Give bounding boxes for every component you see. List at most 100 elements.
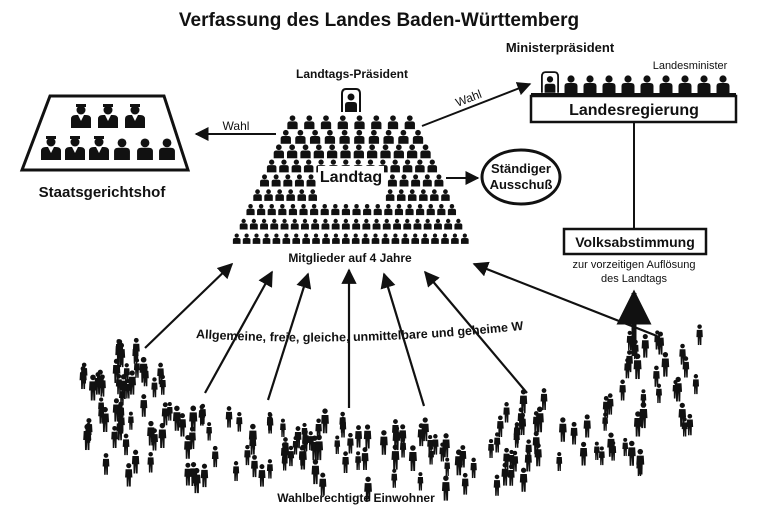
landtag-member-seat bbox=[430, 189, 439, 201]
landtag-member-seat bbox=[272, 233, 281, 244]
landesminister-seat bbox=[564, 75, 578, 93]
landtag-member-seat bbox=[401, 233, 410, 244]
landtag-member-seat bbox=[267, 204, 276, 216]
landtag-member-seat bbox=[423, 218, 432, 230]
voter-figure bbox=[128, 411, 134, 430]
ministerpraesident-chair-icon bbox=[541, 71, 559, 94]
voter-figure bbox=[158, 422, 167, 449]
voter-figure bbox=[598, 446, 605, 466]
landtag-member-seat bbox=[291, 159, 302, 173]
voter-figure bbox=[206, 422, 212, 441]
landtag-member-seat bbox=[351, 233, 360, 244]
landtag-member-seat bbox=[411, 233, 420, 244]
landtag-member-seat bbox=[340, 144, 351, 159]
landtag-member-seat bbox=[387, 115, 399, 130]
voter-figure bbox=[686, 413, 694, 436]
landtag-member-seat bbox=[422, 174, 432, 187]
landtag-member-seat bbox=[264, 189, 273, 201]
landtag-member-seat bbox=[382, 218, 391, 230]
voter-figure bbox=[311, 459, 320, 485]
landtag-member-seat bbox=[390, 159, 400, 173]
staendiger-ausschuss-group: Ständiger Ausschuß bbox=[480, 148, 562, 206]
voter-figure bbox=[380, 430, 388, 455]
landtag-member-seat bbox=[406, 144, 418, 159]
landtag-member-seat bbox=[366, 144, 378, 159]
voter-figure bbox=[355, 451, 362, 471]
voters-crowd bbox=[79, 324, 703, 502]
landtag-member-seat bbox=[383, 129, 394, 144]
landtag-member-seat bbox=[354, 129, 365, 144]
landtag-member-seat bbox=[404, 115, 415, 130]
voter-figure bbox=[258, 464, 266, 487]
landtag-member-seat bbox=[287, 115, 298, 130]
landtag-member-seat bbox=[353, 144, 364, 159]
landtag-member-seat bbox=[286, 189, 295, 201]
landtag-group: Landtags-Präsident Landtag Mitglieder au… bbox=[232, 67, 469, 265]
wahl-arrow-landesregierung bbox=[421, 82, 532, 127]
landtag-member-seat bbox=[441, 189, 450, 201]
volksabstimmung-note-line2: des Landtags bbox=[601, 273, 668, 285]
voter-figure bbox=[540, 388, 548, 411]
landtag-member-seat bbox=[361, 233, 370, 244]
voter-figure bbox=[236, 411, 243, 432]
landtag-member-seat bbox=[385, 189, 395, 201]
landtag-member-seat bbox=[371, 115, 382, 130]
landtag-member-seat bbox=[354, 115, 365, 130]
landtag-member-seat bbox=[301, 218, 309, 230]
landtag-member-seat bbox=[441, 233, 449, 244]
landtag-member-seat bbox=[403, 218, 412, 230]
voter-figure bbox=[622, 437, 629, 457]
landtag-member-seat bbox=[372, 218, 381, 230]
landtag-member-seat bbox=[260, 174, 270, 187]
landtag-member-seat bbox=[262, 233, 271, 244]
voter-figure bbox=[211, 445, 219, 468]
landtag-member-seat bbox=[363, 204, 372, 216]
landtag-member-seat bbox=[384, 204, 393, 216]
landtag-member-seat bbox=[331, 204, 340, 216]
voter-figure bbox=[679, 343, 686, 365]
election-arrow bbox=[266, 272, 312, 401]
election-arrow bbox=[204, 270, 273, 394]
landtag-member-seat bbox=[310, 204, 319, 216]
landtag-member-seat bbox=[405, 204, 414, 216]
voter-figure bbox=[184, 462, 192, 486]
landesminister-seat bbox=[697, 75, 711, 93]
voter-figure bbox=[653, 365, 660, 387]
landtag-member-seat bbox=[322, 233, 330, 244]
voter-figure bbox=[556, 452, 563, 472]
staatsgerichtshof-label: Staatsgerichtshof bbox=[39, 184, 167, 201]
landesminister-seat bbox=[602, 75, 616, 93]
landtag-member-seat bbox=[308, 189, 318, 201]
landtag-member-seat bbox=[371, 233, 380, 244]
landtag-member-seat bbox=[242, 233, 251, 244]
landtag-member-seat bbox=[292, 233, 301, 244]
ministerpraesident-label: Ministerpräsident bbox=[506, 40, 615, 55]
landtag-member-seat bbox=[339, 129, 350, 144]
landtag-member-seat bbox=[257, 204, 266, 216]
voter-figure bbox=[444, 457, 451, 477]
landesminister-seat bbox=[716, 75, 730, 93]
election-arrows bbox=[144, 261, 658, 408]
landtag-member-seat bbox=[393, 218, 402, 230]
voter-figure bbox=[408, 445, 417, 471]
voter-figure bbox=[122, 433, 130, 456]
voter-figure bbox=[363, 424, 372, 449]
landtag-member-seat bbox=[249, 218, 258, 230]
landtag-member-seat bbox=[290, 218, 299, 230]
voter-figure bbox=[559, 417, 567, 442]
landesminister-seat bbox=[583, 75, 597, 93]
voter-figure bbox=[570, 421, 578, 445]
landtag-member-seat bbox=[297, 189, 307, 201]
voter-figure bbox=[470, 457, 477, 479]
voter-figure bbox=[661, 351, 670, 377]
voter-figure bbox=[225, 406, 233, 428]
landtag-member-seat bbox=[324, 129, 336, 144]
landtag-member-seat bbox=[431, 233, 439, 244]
volksabstimmung-group: Volksabstimmung zur vorzeitigen Auflösun… bbox=[562, 227, 708, 285]
landtag-member-seat bbox=[381, 233, 390, 244]
landtag-member-seat bbox=[295, 129, 306, 144]
landtag-member-seat bbox=[341, 233, 350, 244]
landtag-member-seat bbox=[387, 174, 397, 187]
landtag-label: Landtag bbox=[320, 169, 382, 186]
voter-figure bbox=[347, 432, 354, 454]
